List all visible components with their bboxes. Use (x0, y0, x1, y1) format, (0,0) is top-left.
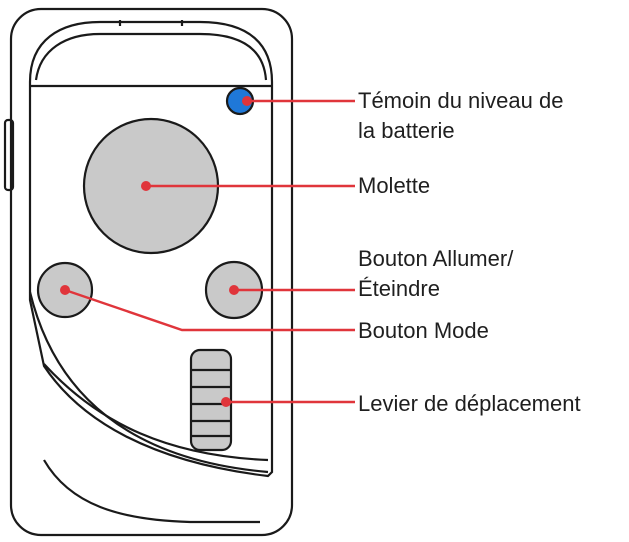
callout-lines (64, 99, 355, 404)
callout-dot-battery (242, 96, 252, 106)
device-outer-outline (9, 7, 294, 537)
device-curve-2 (43, 363, 269, 462)
device-body (3, 7, 294, 537)
callout-dot-mode (60, 285, 70, 295)
callout-dot-wheel (141, 181, 151, 191)
callout-dot-power (229, 285, 239, 295)
label-battery-line1: Témoin du niveau de (358, 88, 563, 113)
label-lever: Levier de déplacement (358, 391, 581, 416)
label-mode: Bouton Mode (358, 318, 489, 343)
lever-track (189, 348, 233, 452)
callout-dot-lever (221, 397, 231, 407)
device-bottom-curve (43, 459, 260, 524)
callout-dots (60, 96, 252, 407)
device-inner-outline (28, 20, 274, 478)
label-power-line1: Bouton Allumer/ (358, 246, 514, 271)
device-top-ridge (34, 32, 268, 81)
callout-line-mode (64, 288, 355, 332)
label-power-line2: Éteindre (358, 276, 440, 301)
label-battery-line2: la batterie (358, 118, 455, 143)
label-wheel: Molette (358, 173, 430, 198)
movement-lever (189, 348, 233, 452)
device-side-grip (3, 118, 15, 192)
